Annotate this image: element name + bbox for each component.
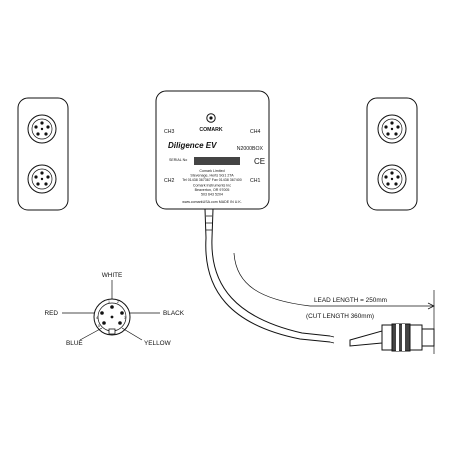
cable-lead: [204, 208, 335, 344]
wire-label-black: BLACK: [163, 310, 185, 317]
footer-text: www.comarkUSA.com MADE IN U.K.: [182, 200, 242, 204]
channel-label-ch1: CH1: [250, 178, 260, 184]
manufacturer-line-1: Comark Instruments Inc: [193, 184, 231, 188]
channel-label-ch3: CH3: [164, 129, 174, 135]
key-notch: [108, 328, 116, 335]
manufacturer-line-3: 503 643 5204: [201, 193, 223, 197]
left-connector-block: [17, 97, 69, 211]
manufacturer-line-2: Beaverton, OR 97005: [195, 188, 230, 192]
pin-number-1: 1: [108, 300, 110, 304]
brand-label: COMARK: [199, 127, 223, 133]
product-logo: Diligence EV: [168, 141, 217, 150]
address-line-1: Comark Limited: [199, 169, 224, 173]
wire-label-blue: BLUE: [66, 340, 83, 347]
pinout-diagram: 1 2 3 4 5 WHITE RED BLACK BLUE YELLOW: [45, 272, 185, 347]
cable-plug: [349, 323, 435, 352]
address-line-3: Tel 01438 367367 Fax 01438 367400: [182, 178, 242, 182]
ce-mark: CE: [254, 157, 265, 166]
pin-number-2: 2: [117, 300, 119, 304]
pin-number-4: 4: [96, 316, 98, 320]
cut-length-label: (CUT LENGTH 360mm): [306, 313, 374, 320]
serial-label: SERIAL No: [169, 158, 187, 162]
channel-label-ch4: CH4: [250, 129, 260, 135]
pin-number-5: 5: [98, 324, 100, 328]
pin-number-3: 3: [124, 316, 126, 320]
model-label: N2000BOX: [237, 146, 264, 152]
wire-label-red: RED: [45, 310, 59, 317]
junction-box: COMARK CH3 CH4 Diligence EV N2000BOX SER…: [155, 90, 270, 210]
serial-number-field: [194, 157, 240, 165]
right-connector-block: [366, 97, 418, 211]
comark-logo-icon: [206, 113, 216, 123]
wire-label-yellow: YELLOW: [144, 340, 172, 347]
lead-length-label: LEAD LENGTH = 250mm: [314, 297, 387, 304]
wire-label-white: WHITE: [102, 272, 123, 279]
channel-label-ch2: CH2: [164, 178, 174, 184]
address-line-2: Stevenage, Herts SG1 2TA: [190, 174, 234, 178]
lead-length-dimension: LEAD LENGTH = 250mm (CUT LENGTH 360mm): [233, 252, 435, 354]
